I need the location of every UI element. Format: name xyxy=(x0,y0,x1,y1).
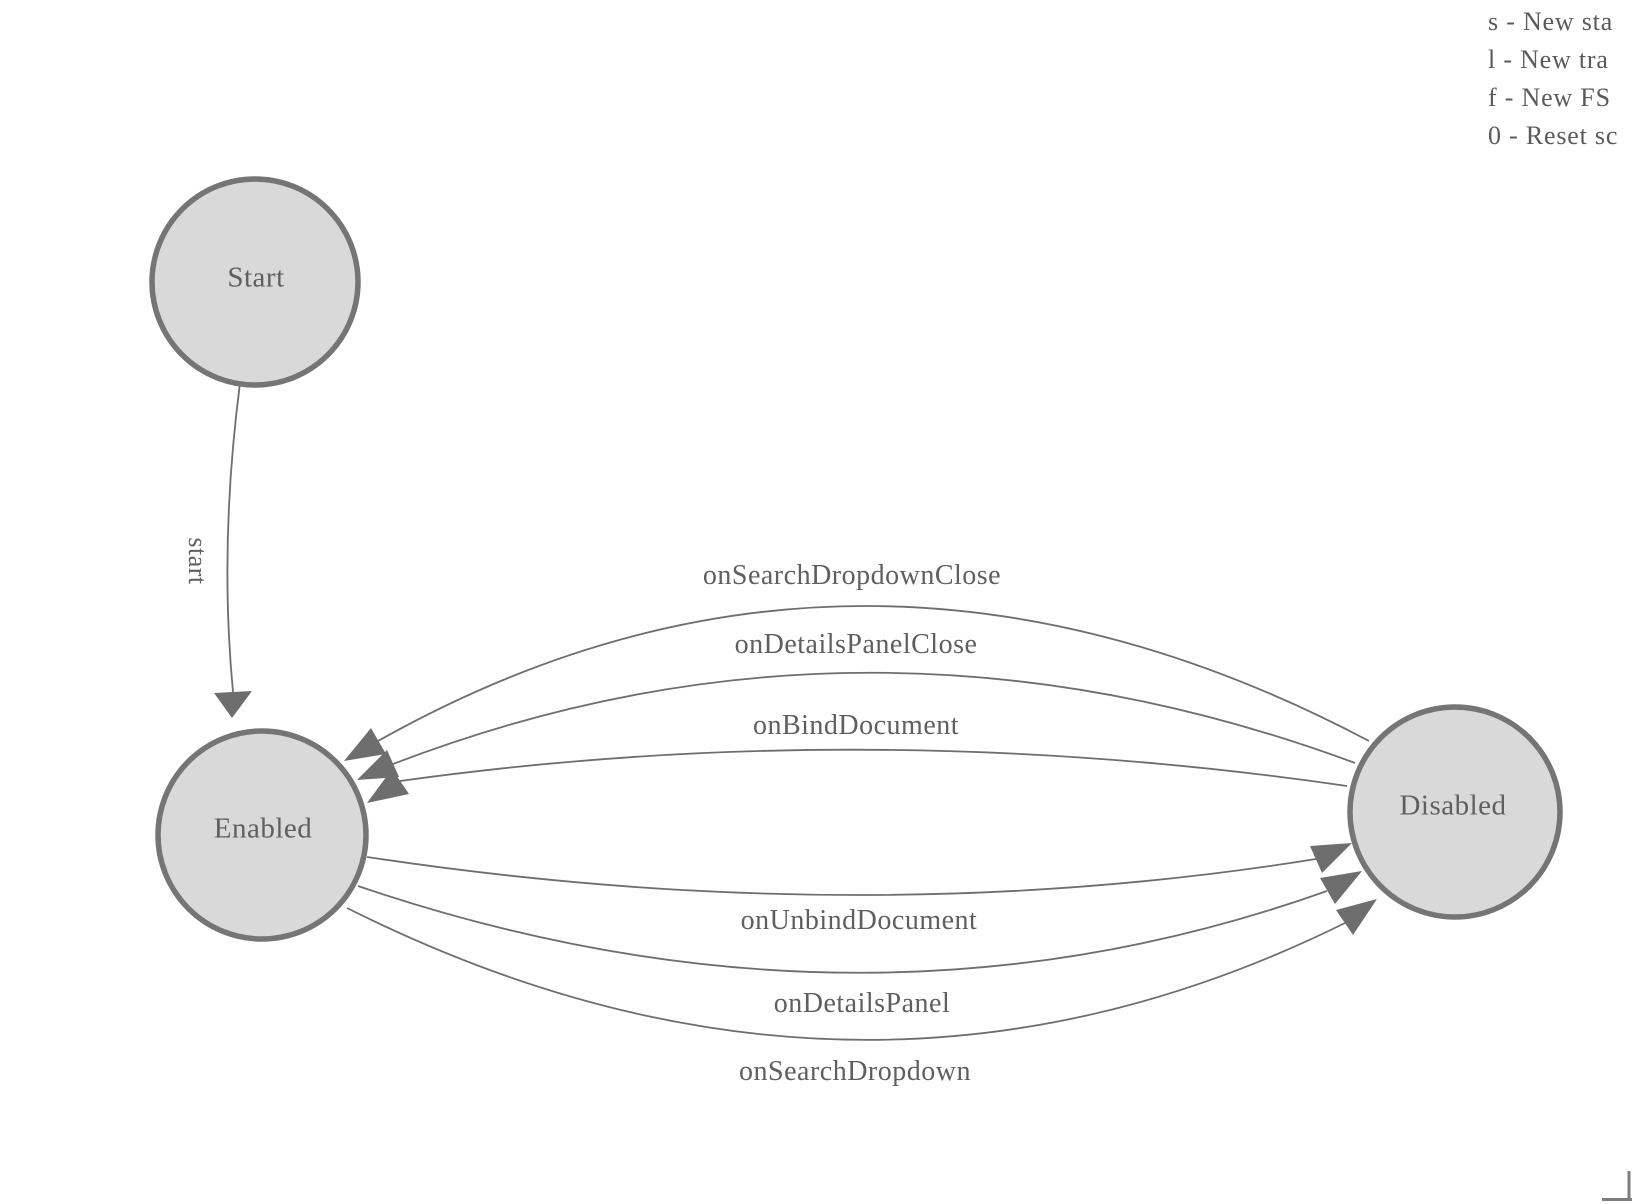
state-node-start[interactable] xyxy=(149,176,361,388)
arrowhead-icon xyxy=(367,769,409,803)
arrowhead-icon xyxy=(1336,899,1377,935)
transition-label-on-bind-document[interactable]: onBindDocument xyxy=(752,710,960,741)
transition-edge-on-search-dropdown-close[interactable] xyxy=(377,605,1370,742)
canvas-corner-bracket xyxy=(1602,1171,1632,1201)
arrowhead-icon xyxy=(1310,843,1352,873)
transition-label-on-search-dropdown-close[interactable]: onSearchDropdownClose xyxy=(702,560,1002,591)
transition-label-on-unbind-document[interactable]: onUnbindDocument xyxy=(740,905,978,936)
state-node-enabled[interactable] xyxy=(155,728,369,942)
arrowhead-icon xyxy=(214,691,252,718)
transition-edge-start[interactable] xyxy=(226,382,241,693)
state-node-disabled[interactable] xyxy=(1347,704,1563,920)
state-label-start: Start xyxy=(227,261,285,294)
arrowhead-icon xyxy=(357,750,399,780)
transition-label-on-details-panel[interactable]: onDetailsPanel xyxy=(773,988,951,1019)
arrowhead-icon xyxy=(1320,871,1362,904)
legend-line-new-fsm: f - New FS xyxy=(1488,83,1611,112)
transition-edge-on-unbind-document[interactable] xyxy=(366,856,1317,896)
transition-label-on-details-panel-close[interactable]: onDetailsPanelClose xyxy=(734,629,978,660)
transition-label-on-search-dropdown[interactable]: onSearchDropdown xyxy=(739,1056,971,1087)
legend-line-reset-scale: 0 - Reset sc xyxy=(1488,121,1619,150)
shortcut-legend: s - New sta l - New tra f - New FS 0 - R… xyxy=(1488,3,1618,155)
transition-edge-on-details-panel[interactable] xyxy=(357,885,1328,974)
legend-line-new-transition: l - New tra xyxy=(1488,45,1609,74)
state-label-disabled: Disabled xyxy=(1399,789,1507,822)
legend-line-new-state: s - New sta xyxy=(1488,7,1614,36)
state-label-enabled: Enabled xyxy=(213,812,313,845)
transition-edge-on-details-panel-close[interactable] xyxy=(392,671,1356,765)
transition-label-start[interactable]: start xyxy=(183,537,212,585)
transition-edge-on-search-dropdown[interactable] xyxy=(346,907,1346,1041)
transition-edge-on-bind-document[interactable] xyxy=(399,748,1348,787)
arrowhead-icon xyxy=(344,728,386,761)
